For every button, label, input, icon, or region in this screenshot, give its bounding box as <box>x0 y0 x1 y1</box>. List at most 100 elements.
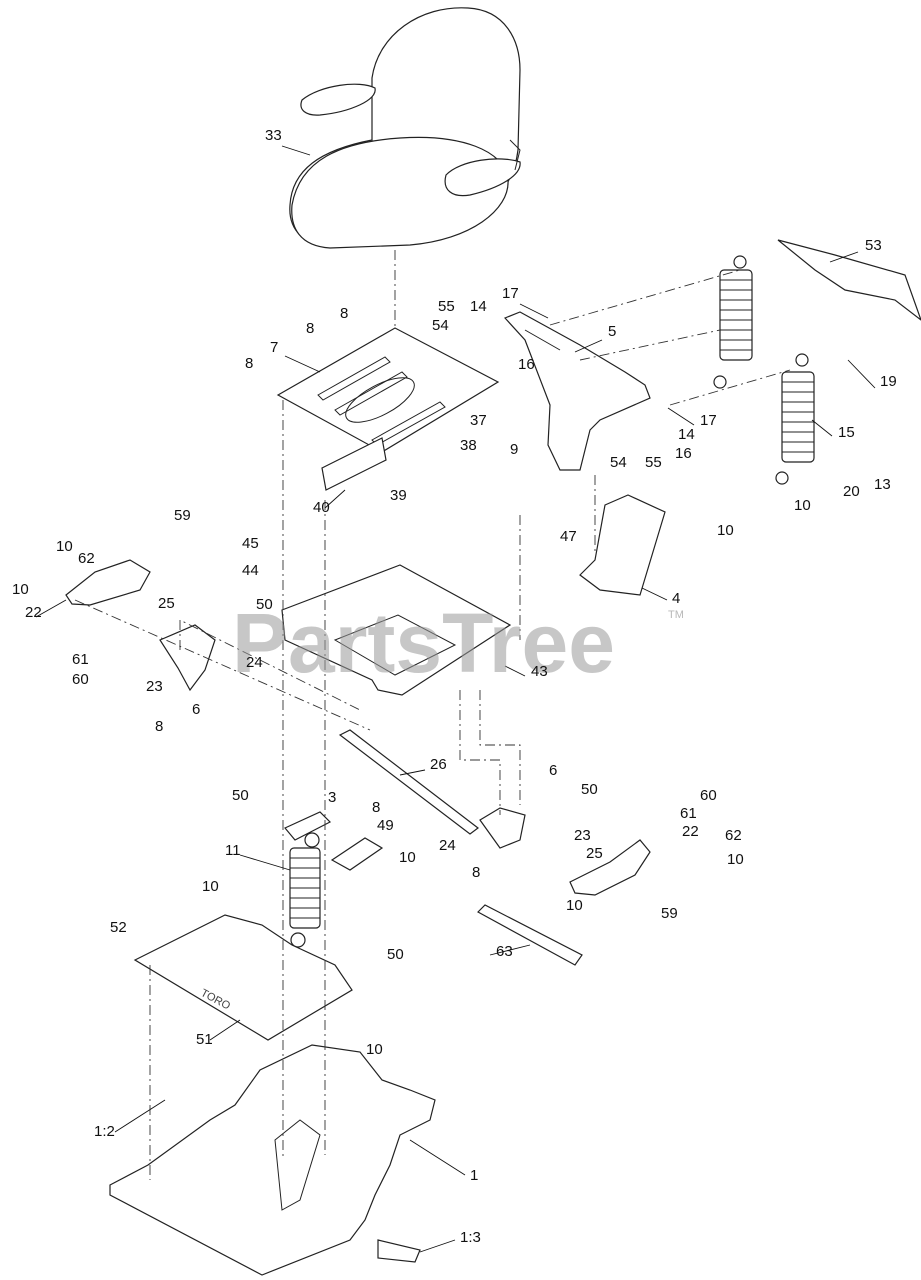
shock-mount-part <box>284 811 332 841</box>
seat-part <box>289 7 521 249</box>
assembly-lines <box>74 250 791 1180</box>
callout-c4: 4 <box>672 590 680 607</box>
callout-c22b: 22 <box>682 823 699 840</box>
watermark-trademark: TM <box>668 609 684 621</box>
mount-bracket-part <box>579 494 666 596</box>
callout-c37: 37 <box>470 412 487 429</box>
main-frame-part <box>109 1044 436 1276</box>
callout-c10b: 10 <box>717 522 734 539</box>
seat-plate-part <box>276 327 500 491</box>
callout-c15: 15 <box>838 424 855 441</box>
callout-c10i: 10 <box>366 1041 383 1058</box>
callout-c16b: 16 <box>675 445 692 462</box>
callout-c61b: 61 <box>680 805 697 822</box>
callout-c50c: 50 <box>581 781 598 798</box>
pivot-arm-left-part <box>65 559 151 606</box>
callout-c24a: 24 <box>246 654 263 671</box>
callout-c8c: 8 <box>245 355 253 372</box>
callout-c60b: 60 <box>700 787 717 804</box>
callout-c8d: 8 <box>155 718 163 735</box>
callout-c39: 39 <box>390 487 407 504</box>
clip-part <box>330 837 384 871</box>
callout-c10c: 10 <box>56 538 73 555</box>
callout-c10d: 10 <box>12 581 29 598</box>
callout-c11: 11 <box>225 842 241 859</box>
rod-part <box>338 729 479 835</box>
callout-c63: 63 <box>496 943 513 960</box>
callout-c52: 52 <box>110 919 127 936</box>
callout-c60a: 60 <box>72 671 89 688</box>
seat-bracket-part <box>503 311 651 471</box>
callout-c8e: 8 <box>372 799 380 816</box>
callout-c16a: 16 <box>518 356 535 373</box>
callout-c59a: 59 <box>174 507 191 524</box>
callout-c14a: 14 <box>470 298 487 315</box>
callout-c61a: 61 <box>72 651 89 668</box>
callout-c25b: 25 <box>586 845 603 862</box>
callout-c10a: 10 <box>794 497 811 514</box>
callout-c47: 47 <box>560 528 577 545</box>
callout-c55a: 55 <box>438 298 455 315</box>
callout-c10f: 10 <box>727 851 744 868</box>
shock-absorber-lower-part <box>775 353 815 485</box>
callout-c9: 9 <box>510 441 518 458</box>
callout-c49: 49 <box>377 817 394 834</box>
tube-part <box>477 904 583 966</box>
callout-c23a: 23 <box>146 678 163 695</box>
callout-c1-3: 1:3 <box>460 1229 481 1246</box>
callout-c5: 5 <box>608 323 616 340</box>
callout-c25a: 25 <box>158 595 175 612</box>
callout-c17b: 17 <box>700 412 717 429</box>
callout-c14b: 14 <box>678 426 695 443</box>
callout-c6a: 6 <box>192 701 200 718</box>
callout-c51: 51 <box>196 1031 213 1048</box>
callout-c62a: 62 <box>78 550 95 567</box>
callout-c23b: 23 <box>574 827 591 844</box>
callout-c54a: 54 <box>432 317 449 334</box>
callout-c22a: 22 <box>25 604 42 621</box>
callout-c17a: 17 <box>502 285 519 302</box>
front-shock-part <box>289 832 321 948</box>
callout-c10h: 10 <box>566 897 583 914</box>
callout-c13: 13 <box>874 476 891 493</box>
floor-mat-part: TORO <box>133 914 353 1041</box>
callout-c8b: 8 <box>306 320 314 337</box>
sub-frame-part <box>281 564 512 696</box>
leader-lines <box>35 145 876 1253</box>
callout-c8f: 8 <box>472 864 480 881</box>
callout-c50a: 50 <box>256 596 273 613</box>
callout-c55b: 55 <box>645 454 662 471</box>
rear-frame-part <box>777 239 921 321</box>
watermark: PartsTree <box>232 596 615 690</box>
callout-c10e: 10 <box>399 849 416 866</box>
callout-c6b: 6 <box>549 762 557 779</box>
hinge-bracket-right-part <box>479 807 526 849</box>
callout-c20: 20 <box>843 483 860 500</box>
callout-c24b: 24 <box>439 837 456 854</box>
callout-c10g: 10 <box>202 878 219 895</box>
callout-c7: 7 <box>270 339 278 356</box>
callout-c26: 26 <box>430 756 447 773</box>
callout-c43: 43 <box>531 663 548 680</box>
callout-c50d: 50 <box>387 946 404 963</box>
callout-c45: 45 <box>242 535 259 552</box>
callout-c44: 44 <box>242 562 259 579</box>
callout-c3: 3 <box>328 789 336 806</box>
shock-absorber-upper-part <box>713 255 753 389</box>
callout-c50b: 50 <box>232 787 249 804</box>
callout-c62b: 62 <box>725 827 742 844</box>
callout-c8a: 8 <box>340 305 348 322</box>
callout-c40: 40 <box>313 499 330 516</box>
pivot-arm-right-part <box>569 839 651 896</box>
hinge-bracket-left-part <box>159 624 216 692</box>
callout-c1-2: 1:2 <box>94 1123 115 1140</box>
callout-c19: 19 <box>880 373 897 390</box>
callout-c53: 53 <box>865 237 882 254</box>
callout-c33: 33 <box>265 127 282 144</box>
callout-c38: 38 <box>460 437 477 454</box>
callout-c54b: 54 <box>610 454 627 471</box>
callout-c59b: 59 <box>661 905 678 922</box>
callout-c1: 1 <box>470 1167 478 1184</box>
